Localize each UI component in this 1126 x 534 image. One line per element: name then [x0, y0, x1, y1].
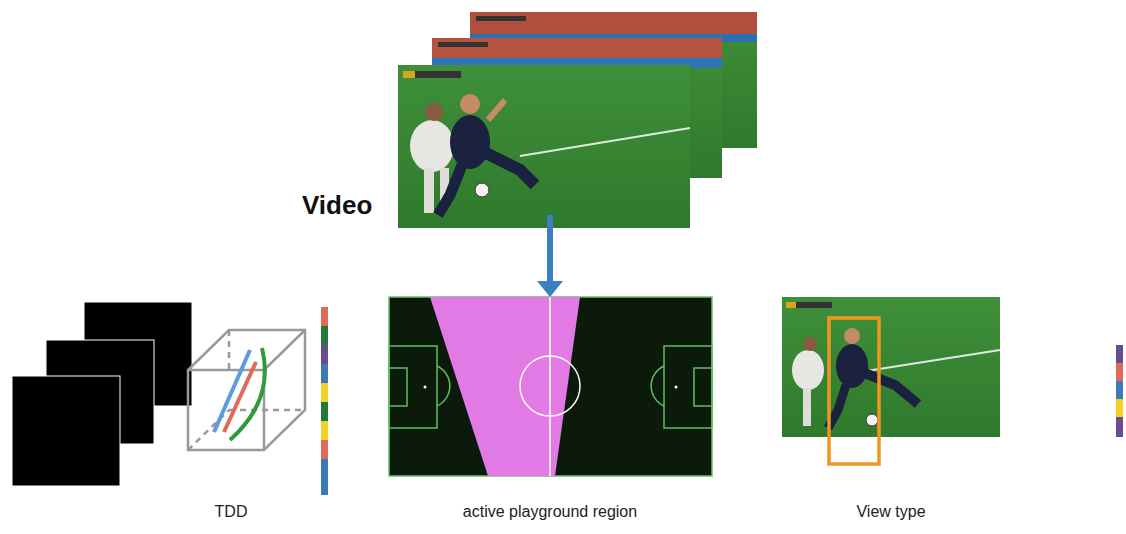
- playground-map: [389, 297, 712, 476]
- tdd-panel: TDD: [131, 300, 331, 525]
- view-type-panel: View type: [782, 300, 1000, 525]
- black-frames: [12, 302, 192, 486]
- playground-panel: active playground region: [389, 297, 712, 525]
- panel-caption: View type: [856, 503, 925, 521]
- video-frame: [398, 65, 690, 228]
- trajectory-tube: [188, 330, 305, 450]
- video-stack: Video: [300, 10, 760, 215]
- feature-bar: [1116, 345, 1123, 437]
- panel-caption: TDD: [215, 503, 248, 521]
- view-type-image: [782, 297, 1000, 464]
- flow-arrow: [537, 215, 563, 297]
- video-label: Video: [302, 190, 372, 221]
- trajectory: [230, 348, 265, 440]
- panel-caption: active playground region: [463, 503, 637, 521]
- trajectory: [224, 362, 256, 432]
- feature-bar: [321, 307, 328, 495]
